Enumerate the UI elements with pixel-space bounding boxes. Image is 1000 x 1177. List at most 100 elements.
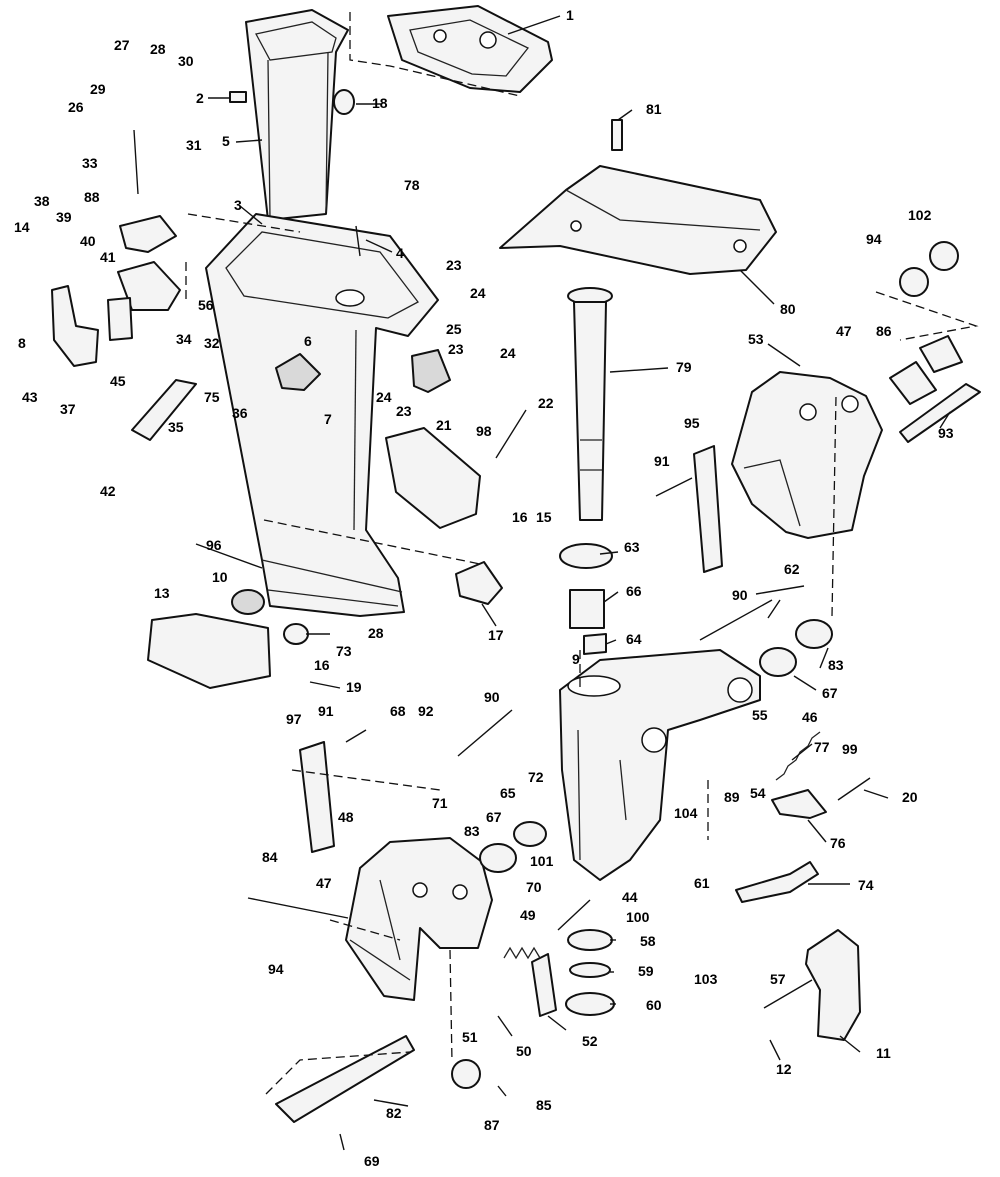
callout-10: 10 — [212, 569, 228, 585]
callout-4: 4 — [396, 245, 404, 261]
callout-73: 73 — [336, 643, 352, 659]
callout-7: 7 — [324, 411, 332, 427]
callout-93: 93 — [938, 425, 954, 441]
callout-39: 39 — [56, 209, 72, 225]
shim — [583, 633, 607, 655]
callout-91b: 91 — [318, 703, 334, 719]
callout-94b: 94 — [268, 961, 284, 977]
callout-38: 38 — [34, 193, 50, 209]
callout-55: 55 — [752, 707, 768, 723]
screw-top — [611, 119, 623, 151]
callout-83b: 83 — [828, 657, 844, 673]
nut-102 — [929, 241, 959, 271]
callout-21: 21 — [436, 417, 452, 433]
callout-83a: 83 — [464, 823, 480, 839]
bushing-67-lower — [513, 821, 547, 847]
callout-28a: 28 — [150, 41, 166, 57]
callout-57: 57 — [770, 971, 786, 987]
callout-53: 53 — [748, 331, 764, 347]
thrust-washer — [559, 543, 613, 569]
callout-67b: 67 — [822, 685, 838, 701]
callout-47b: 47 — [316, 875, 332, 891]
callout-5: 5 — [222, 133, 230, 149]
callout-92: 92 — [418, 703, 434, 719]
callout-70: 70 — [526, 879, 542, 895]
callout-12: 12 — [776, 1061, 792, 1077]
callout-52: 52 — [582, 1033, 598, 1049]
callout-104: 104 — [674, 805, 698, 821]
callout-42: 42 — [100, 483, 116, 499]
callout-95: 95 — [684, 415, 700, 431]
washer-87 — [451, 1059, 481, 1089]
callout-29: 29 — [90, 81, 106, 97]
callout-11: 11 — [876, 1045, 891, 1061]
callout-102: 102 — [908, 207, 932, 223]
callout-22: 22 — [538, 395, 554, 411]
callout-82: 82 — [386, 1105, 402, 1121]
reverse-lock — [771, 789, 827, 819]
callout-17: 17 — [488, 627, 504, 643]
bolts-and-rods — [133, 129, 871, 1009]
callout-26: 26 — [68, 99, 84, 115]
callout-89: 89 — [724, 789, 740, 805]
bracket-45 — [107, 297, 133, 341]
bushing — [333, 89, 355, 115]
callout-84: 84 — [262, 849, 278, 865]
callout-61: 61 — [694, 875, 710, 891]
callout-64: 64 — [626, 631, 642, 647]
tilt-plate-left — [299, 741, 335, 853]
callout-49: 49 — [520, 907, 536, 923]
callout-16b: 16 — [314, 657, 330, 673]
callout-9: 9 — [572, 651, 580, 667]
drive-shaft-housing — [205, 213, 439, 617]
callout-79: 79 — [676, 359, 692, 375]
callout-86: 86 — [876, 323, 892, 339]
ring-59 — [569, 962, 611, 978]
swivel-bracket — [559, 649, 761, 881]
shift-rod — [131, 379, 197, 441]
callout-71: 71 — [432, 795, 448, 811]
part-illustrations — [51, 5, 981, 1151]
callout-96: 96 — [206, 537, 222, 553]
callout-37: 37 — [60, 401, 76, 417]
assembly-lines — [185, 12, 979, 1095]
callout-94a: 94 — [866, 231, 882, 247]
callout-36: 36 — [232, 405, 248, 421]
callout-40: 40 — [80, 233, 96, 249]
callout-63: 63 — [624, 539, 640, 555]
callout-18: 18 — [372, 95, 388, 111]
callout-85: 85 — [536, 1097, 552, 1113]
callout-47a: 47 — [836, 323, 852, 339]
callout-87: 87 — [484, 1117, 500, 1133]
callout-numbers: 1 2 3 4 5 6 7 8 9 10 11 12 13 14 15 16 1… — [14, 7, 954, 1169]
callout-68: 68 — [390, 703, 406, 719]
callout-72: 72 — [528, 769, 544, 785]
lock-lever — [735, 861, 819, 903]
callout-65: 65 — [500, 785, 516, 801]
callout-16a: 16 — [512, 509, 528, 525]
callout-46: 46 — [802, 709, 818, 725]
bushing-67-upper — [759, 647, 797, 677]
mount-clip — [455, 561, 503, 605]
callout-88: 88 — [84, 189, 100, 205]
gasket-plate — [387, 5, 553, 93]
callout-75: 75 — [204, 389, 220, 405]
callout-15: 15 — [536, 509, 552, 525]
callout-62: 62 — [784, 561, 800, 577]
clamp-handle — [805, 929, 861, 1041]
callout-90b: 90 — [732, 587, 748, 603]
callout-6: 6 — [304, 333, 312, 349]
callout-100: 100 — [626, 909, 650, 925]
callout-33: 33 — [82, 155, 98, 171]
nut-94 — [899, 267, 929, 297]
callout-23b: 23 — [448, 341, 464, 357]
bracket-plate — [385, 427, 481, 529]
callout-13: 13 — [154, 585, 170, 601]
callout-103: 103 — [694, 971, 718, 987]
exhaust-housing — [245, 9, 349, 221]
callout-1: 1 — [566, 7, 574, 23]
callout-99: 99 — [842, 741, 858, 757]
tilt-plate-right — [693, 445, 723, 573]
callout-54: 54 — [750, 785, 766, 801]
